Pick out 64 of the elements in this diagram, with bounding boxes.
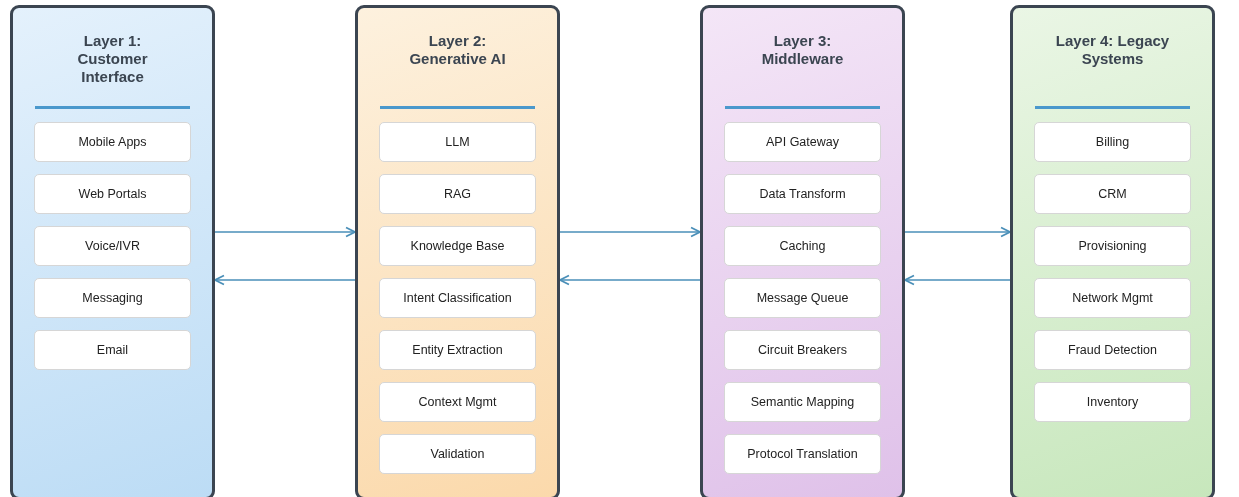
- component-box: [34, 278, 191, 318]
- component-label: Circuit Breakers: [757, 342, 848, 358]
- arrow: [559, 226, 701, 238]
- component-box: [379, 330, 536, 370]
- component-label: Caching: [778, 238, 827, 254]
- component-box: [1034, 122, 1191, 162]
- component-box: [34, 122, 191, 162]
- component-label: Data Transform: [758, 186, 847, 202]
- component-label: Validation: [429, 446, 486, 462]
- layer-title: Layer 4: Legacy Systems: [1054, 32, 1171, 68]
- component-label: Provisioning: [1077, 238, 1148, 254]
- layer-panel: [1010, 5, 1215, 497]
- component-label: Knowledge Base: [409, 238, 506, 254]
- component-label: Messaging: [81, 290, 144, 306]
- component-label: Entity Extraction: [411, 342, 504, 358]
- arrow: [904, 226, 1011, 238]
- component-box: [724, 382, 881, 422]
- component-box: [34, 226, 191, 266]
- component-label: Message Queue: [755, 290, 850, 306]
- layer-panel: [10, 5, 215, 497]
- component-box: [1034, 278, 1191, 318]
- layer-panel: [355, 5, 560, 497]
- component-label: Inventory: [1085, 394, 1140, 410]
- component-box: [379, 226, 536, 266]
- component-label: Voice/IVR: [84, 238, 141, 254]
- component-label: CRM: [1097, 186, 1128, 202]
- arrow: [214, 274, 356, 286]
- component-label: Billing: [1094, 134, 1131, 150]
- component-box: [724, 122, 881, 162]
- component-label: Context Mgmt: [417, 394, 498, 410]
- component-label: API Gateway: [765, 134, 840, 150]
- component-box: [1034, 382, 1191, 422]
- component-box: [724, 174, 881, 214]
- component-box: [379, 122, 536, 162]
- component-box: [724, 278, 881, 318]
- arrow: [904, 274, 1011, 286]
- component-label: RAG: [442, 186, 473, 202]
- component-label: Email: [95, 342, 130, 358]
- component-box: [379, 278, 536, 318]
- component-label: Mobile Apps: [77, 134, 148, 150]
- component-box: [34, 330, 191, 370]
- component-label: Intent Classification: [402, 290, 513, 306]
- component-box: [724, 434, 881, 474]
- component-label: Protocol Translation: [746, 446, 859, 462]
- component-box: [724, 226, 881, 266]
- component-label: LLM: [444, 134, 471, 150]
- component-box: [379, 382, 536, 422]
- component-label: Network Mgmt: [1071, 290, 1154, 306]
- arrow: [214, 226, 356, 238]
- arrow: [559, 274, 701, 286]
- component-box: [379, 434, 536, 474]
- component-box: [34, 174, 191, 214]
- layer-title: Layer 1: Customer Interface: [76, 32, 149, 86]
- component-label: Web Portals: [77, 186, 148, 202]
- component-box: [1034, 330, 1191, 370]
- component-box: [379, 174, 536, 214]
- component-label: Fraud Detection: [1067, 342, 1158, 358]
- component-label: Semantic Mapping: [749, 394, 856, 410]
- component-box: [1034, 174, 1191, 214]
- component-box: [1034, 226, 1191, 266]
- layer-title: Layer 2: Generative AI: [408, 32, 507, 68]
- component-box: [724, 330, 881, 370]
- layer-panel: [700, 5, 905, 497]
- layer-title: Layer 3: Middleware: [760, 32, 845, 68]
